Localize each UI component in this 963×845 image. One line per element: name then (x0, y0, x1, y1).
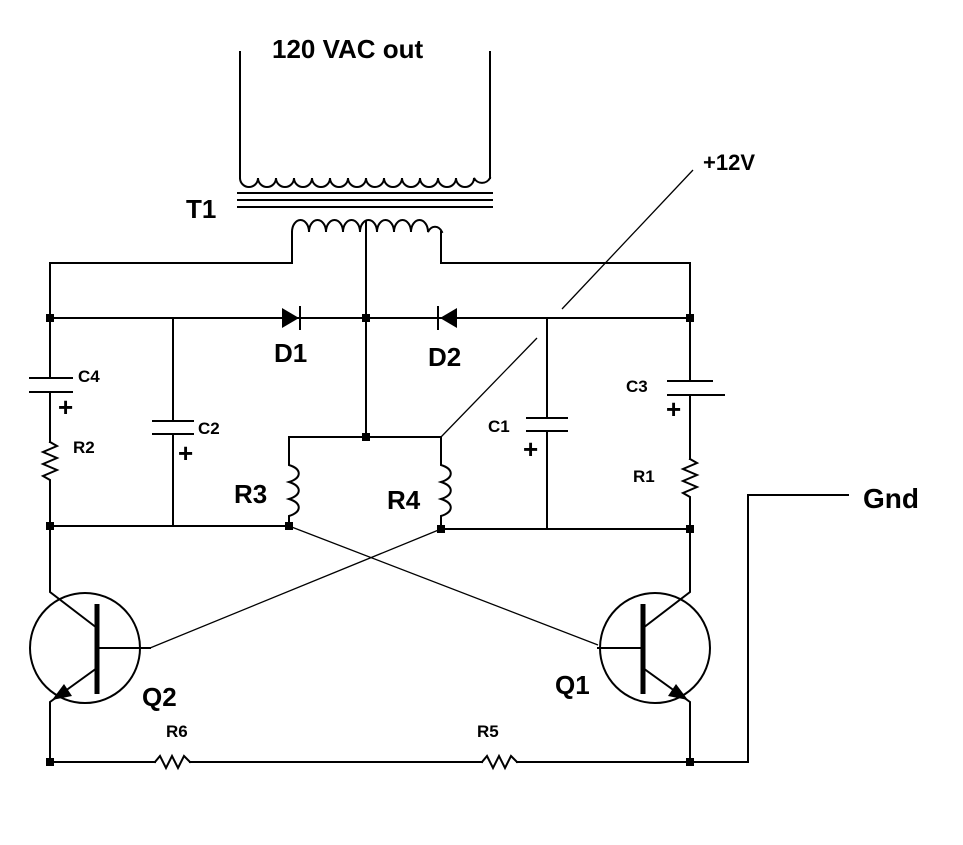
junction-dots (46, 314, 694, 766)
c3-label: C3 (626, 377, 648, 396)
q2-emitter-arrow (52, 684, 72, 700)
junction-dot (46, 522, 54, 530)
supply-leader-upper (561, 169, 694, 310)
q2-collector (49, 525, 99, 630)
junction-dot (285, 522, 293, 530)
junction-dot (686, 525, 694, 533)
c2-label: C2 (198, 419, 220, 438)
diode-d1 (282, 306, 301, 330)
capacitor-c4 (29, 317, 73, 443)
output-label: 120 VAC out (272, 34, 424, 64)
cross-wire-r3-to-q1 (288, 525, 599, 646)
capacitor-c1 (526, 317, 568, 530)
c2-plus-sign: + (178, 438, 193, 468)
junction-dot (46, 314, 54, 322)
q1-emitter-arrow (668, 684, 688, 700)
c3-plus-sign: + (666, 394, 681, 424)
resistor-r4 (437, 436, 452, 527)
primary-lead-left (49, 231, 293, 319)
transformer-label: T1 (186, 194, 216, 224)
resistor-r2 (40, 440, 60, 527)
junction-dot (362, 433, 370, 441)
q1-label: Q1 (555, 670, 590, 700)
q1-emitter (641, 666, 691, 763)
junction-dot (437, 525, 445, 533)
r6-label: R6 (166, 722, 188, 741)
d1-label: D1 (274, 338, 307, 368)
supply-leader-lower (440, 337, 538, 438)
transistor-q2 (29, 525, 151, 763)
ground-wire (516, 494, 849, 763)
resistor-r5 (480, 753, 519, 771)
junction-dot (362, 314, 370, 322)
capacitor-c3 (667, 317, 725, 460)
c4-label: C4 (78, 367, 100, 386)
secondary-winding (238, 176, 492, 188)
q1-collector (641, 528, 691, 630)
d2-label: D2 (428, 342, 461, 372)
resistor-r1 (680, 457, 700, 530)
r5-label: R5 (477, 722, 499, 741)
cross-wire-r4-to-q2 (149, 528, 442, 649)
c1-plus-sign: + (523, 434, 538, 464)
ground-label: Gnd (863, 483, 919, 514)
resistor-r3 (285, 436, 300, 527)
junction-dot (46, 758, 54, 766)
junction-dot (686, 758, 694, 766)
c4-plus-sign: + (58, 392, 73, 422)
junction-dot (686, 314, 694, 322)
diode-d1-triangle (282, 308, 299, 328)
transformer-t1 (49, 51, 691, 319)
r4-label: R4 (387, 485, 421, 515)
primary-winding (290, 219, 444, 234)
r1-label: R1 (633, 467, 655, 486)
q2-emitter (49, 666, 99, 763)
q2-label: Q2 (142, 682, 177, 712)
transistor-q1 (597, 528, 711, 763)
diode-d2 (437, 306, 457, 330)
c1-label: C1 (488, 417, 510, 436)
r2-label: R2 (73, 438, 95, 457)
capacitor-c2 (152, 317, 194, 527)
resistor-r6 (153, 753, 192, 771)
primary-lead-right (440, 231, 691, 319)
supply-label: +12V (703, 150, 755, 175)
r3-label: R3 (234, 479, 267, 509)
diode-d2-triangle (440, 308, 457, 328)
